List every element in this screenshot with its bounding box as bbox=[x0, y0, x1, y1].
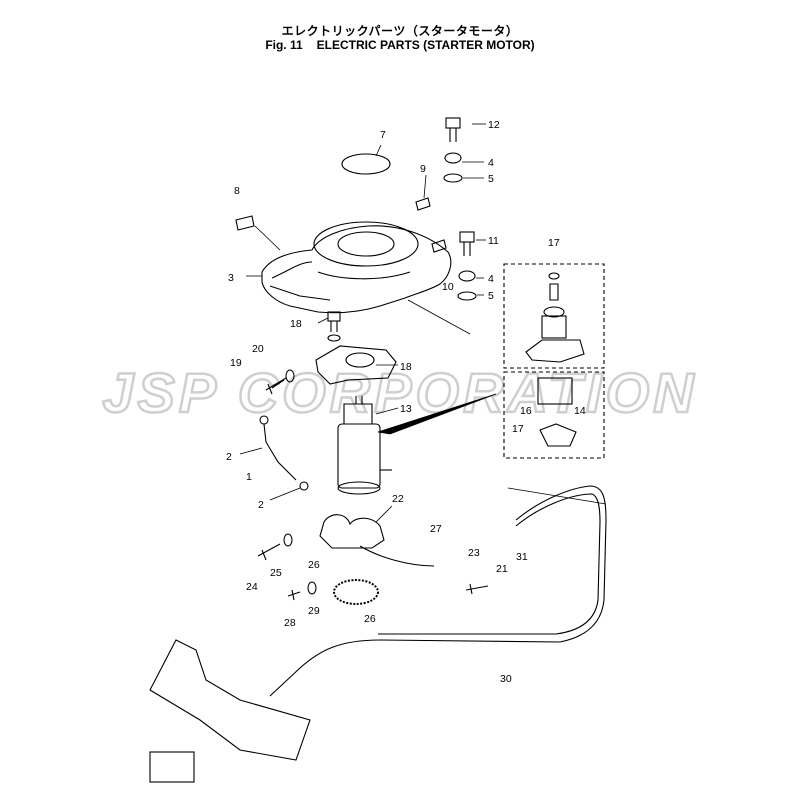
callout-10: 11 bbox=[488, 235, 499, 247]
bracket-18 bbox=[315, 345, 397, 385]
bolt-17 bbox=[327, 311, 341, 342]
washer-20 bbox=[285, 369, 295, 383]
callout-3: 3 bbox=[228, 272, 234, 284]
callout-26b: 26 bbox=[364, 613, 376, 625]
ground-cable-1 bbox=[259, 415, 309, 491]
callout-19: 19 bbox=[230, 357, 242, 369]
washer-5-lower bbox=[457, 291, 477, 301]
callout-30: 30 bbox=[500, 673, 512, 685]
callout-28: 28 bbox=[284, 617, 296, 629]
callout-17: 18 bbox=[290, 318, 302, 330]
watermark-text: JSP CORPORATION bbox=[102, 361, 697, 424]
callout-23: 23 bbox=[468, 547, 480, 559]
callout-4a: 4 bbox=[488, 157, 494, 169]
bolt-23 bbox=[465, 583, 489, 595]
figure-number: Fig. 11 bbox=[265, 38, 303, 52]
callout-2b: 2 bbox=[258, 499, 264, 511]
callout-2a: 2 bbox=[226, 451, 232, 463]
cable-30 bbox=[269, 485, 607, 697]
callout-9: 10 bbox=[442, 281, 454, 293]
callout-6: 7 bbox=[380, 129, 386, 141]
washer-5-top bbox=[443, 173, 463, 183]
starter-motor-12 bbox=[337, 396, 392, 495]
title-english: Fig. 11 ELECTRIC PARTS (STARTER MOTOR) bbox=[0, 38, 800, 52]
callout-12: 13 bbox=[400, 403, 412, 415]
band-26 bbox=[333, 579, 379, 605]
bolt-24 bbox=[257, 543, 281, 561]
callout-26a: 26 bbox=[308, 559, 320, 571]
callout-31: 31 bbox=[516, 551, 528, 563]
callout-4b: 4 bbox=[488, 273, 494, 285]
bolt-10 bbox=[459, 231, 475, 256]
remote-control bbox=[149, 639, 311, 761]
callout-21: 21 bbox=[496, 563, 508, 575]
callout-7: 8 bbox=[234, 185, 240, 197]
exploded-view-box bbox=[503, 263, 605, 369]
callout-8: 9 bbox=[420, 163, 426, 175]
battery bbox=[149, 751, 195, 783]
label-plate-7 bbox=[235, 215, 255, 231]
bolt-11 bbox=[445, 117, 461, 142]
callout-18-label: 18 bbox=[400, 361, 412, 373]
callout-labels: 12 7 9 4 5 8 11 17 10 4 5 3 18 20 19 19 … bbox=[226, 119, 586, 685]
exploded-view-box-lower bbox=[503, 371, 605, 459]
starter-drive-assy bbox=[525, 272, 585, 447]
callout-20: 20 bbox=[252, 343, 264, 355]
bolt-19 bbox=[265, 377, 287, 395]
callout-13: 14 bbox=[574, 405, 586, 417]
callout-25: 25 bbox=[270, 567, 282, 579]
callout-11: 12 bbox=[488, 119, 500, 131]
label-plate-9 bbox=[431, 239, 447, 253]
callout-16: 17 bbox=[548, 237, 560, 249]
callout-1: 1 bbox=[246, 471, 252, 483]
washer-29 bbox=[307, 581, 317, 595]
washer-25 bbox=[283, 533, 293, 547]
title-japanese: エレクトリックパーツ（スタータモータ） bbox=[281, 24, 519, 38]
bracket-22 bbox=[319, 514, 435, 567]
callout-5b: 5 bbox=[488, 290, 494, 302]
callout-29: 29 bbox=[308, 605, 320, 617]
callout-27: 27 bbox=[430, 523, 442, 535]
callout-5a: 5 bbox=[488, 173, 494, 185]
flywheel-cover bbox=[261, 221, 452, 314]
collar-4-top bbox=[444, 152, 462, 164]
callout-24: 24 bbox=[246, 581, 258, 593]
label-plate-8 bbox=[415, 197, 431, 211]
bolt-28 bbox=[287, 589, 301, 601]
cover-disc bbox=[341, 153, 391, 175]
figure-name: ELECTRIC PARTS (STARTER MOTOR) bbox=[316, 38, 535, 52]
callout-15: 17 bbox=[512, 423, 524, 435]
callout-14: 16 bbox=[520, 405, 532, 417]
leader-lines bbox=[239, 123, 607, 523]
collar-4-lower bbox=[458, 270, 476, 282]
watermark: JSP CORPORATION bbox=[101, 360, 697, 426]
callout-22: 22 bbox=[392, 493, 404, 505]
